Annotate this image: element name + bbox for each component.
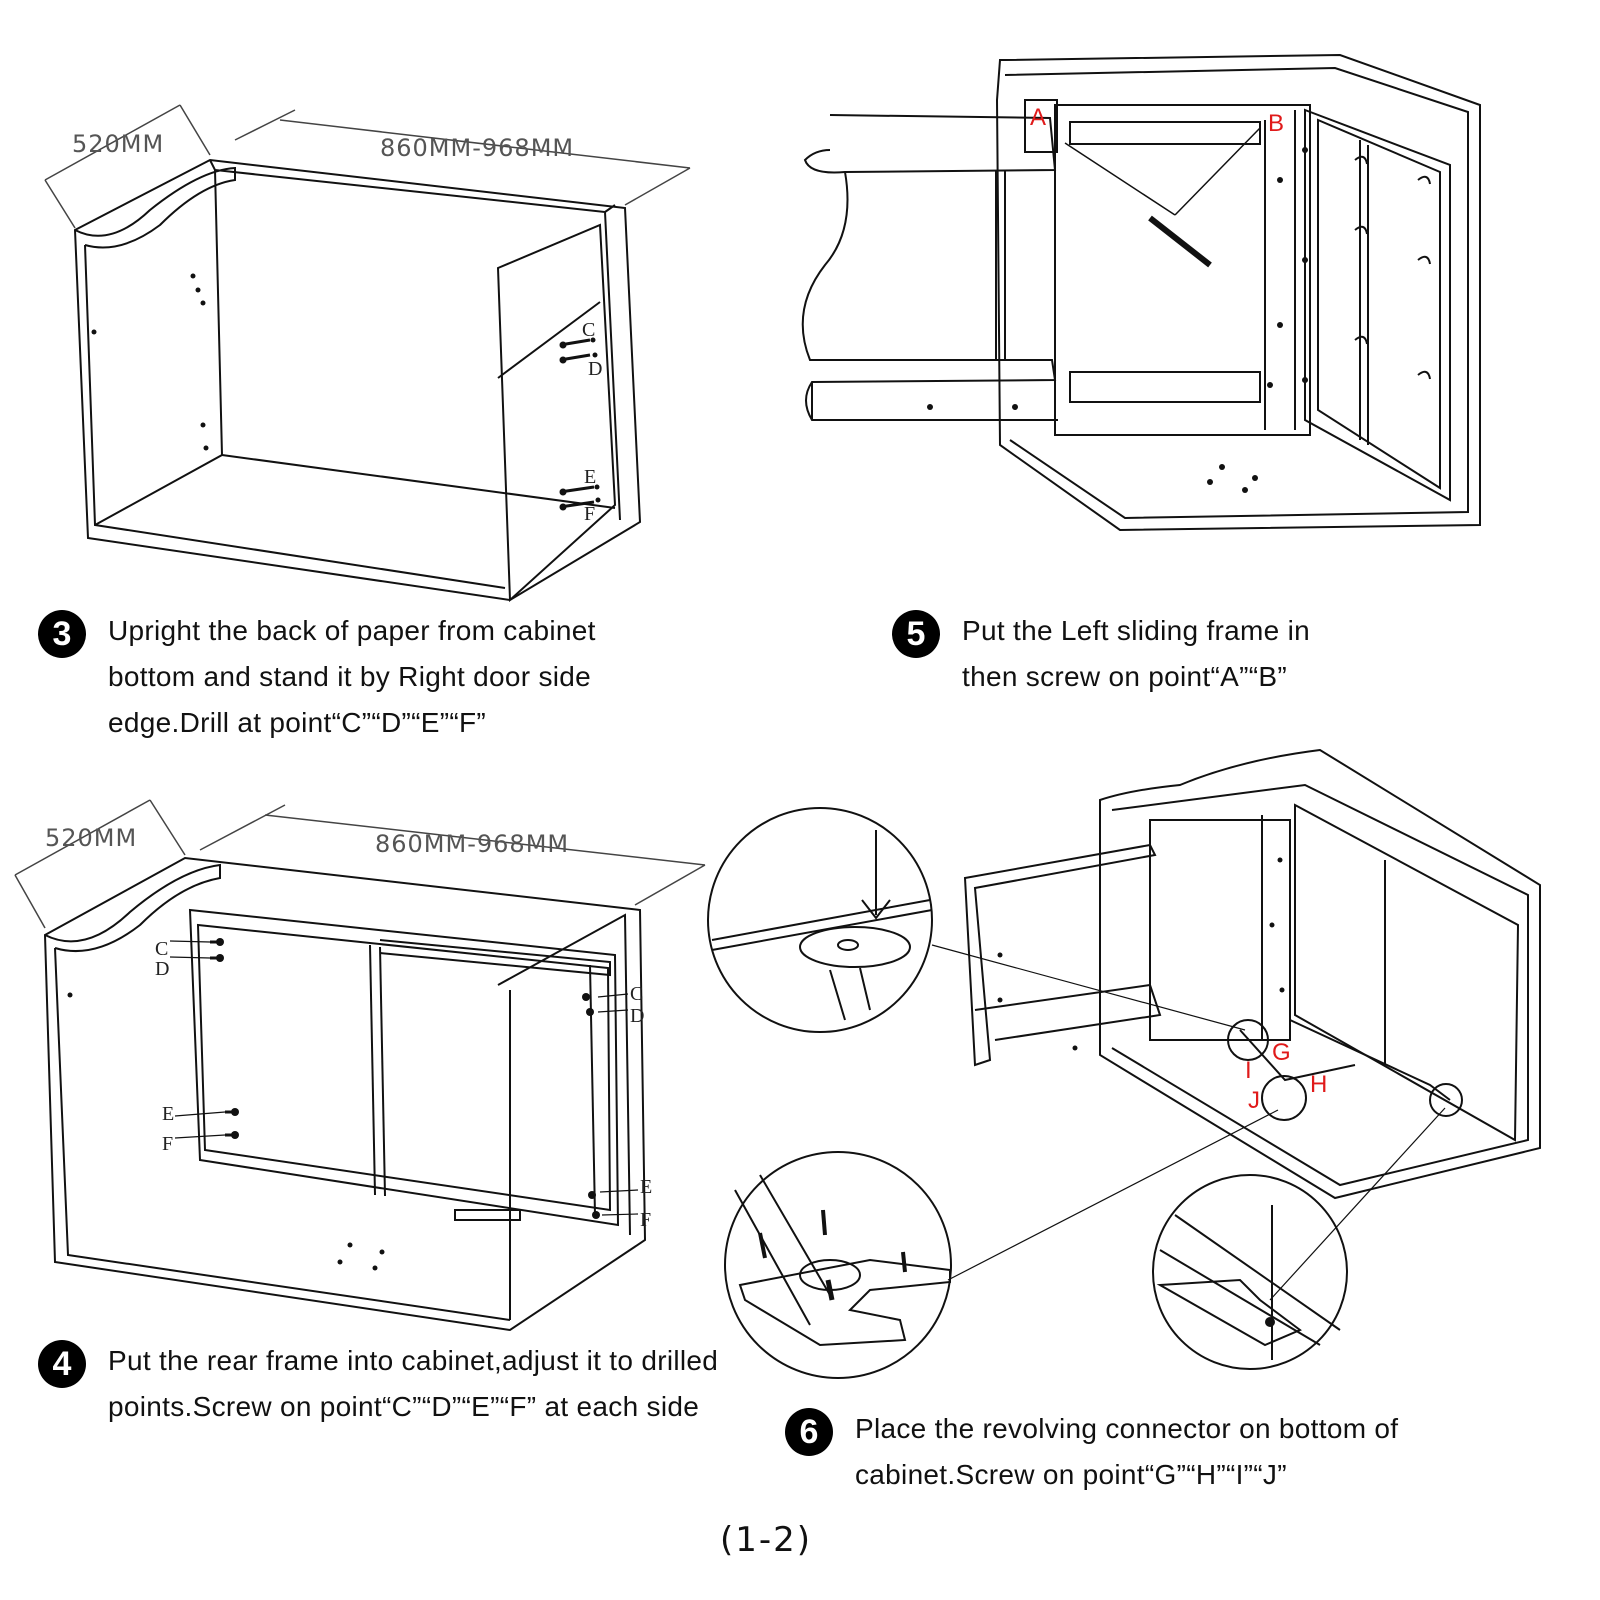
fig4-point-c-right: C	[630, 983, 643, 1005]
fig6-point-i: I	[1245, 1057, 1252, 1084]
step-3-text: Upright the back of paper from cabinet b…	[108, 615, 596, 738]
fig4-depth-label: 520MM	[45, 824, 137, 852]
step-6: 6 Place the revolving connector on botto…	[785, 1406, 1505, 1498]
fig5-point-b: B	[1268, 110, 1284, 137]
fig3-point-c: C	[582, 319, 595, 341]
fig4-point-d-left: D	[155, 958, 169, 980]
step-3-number-badge: 3	[38, 610, 86, 658]
step-4-number-badge: 4	[38, 1340, 86, 1388]
fig4-point-e-right: E	[640, 1176, 652, 1198]
figure-6-revolving-connector	[707, 748, 1541, 1379]
fig6-point-g: G	[1272, 1039, 1291, 1066]
fig4-point-e-left: E	[162, 1103, 174, 1125]
figure-5-corner-cabinet	[801, 53, 1481, 532]
step-4-text: Put the rear frame into cabinet,adjust i…	[108, 1345, 719, 1422]
fig3-point-e: E	[584, 466, 596, 488]
step-6-number-badge: 6	[785, 1408, 833, 1456]
fig3-point-f: F	[584, 503, 595, 525]
figure-4-cabinet-rear-frame	[14, 799, 706, 1332]
figure-3-cabinet	[44, 104, 691, 603]
step-5-text: Put the Left sliding frame in then screw…	[962, 615, 1310, 692]
fig4-point-c-left: C	[155, 938, 168, 960]
fig4-width-label: 860MM-968MM	[375, 830, 569, 858]
step-3: 3 Upright the back of paper from cabinet…	[38, 608, 718, 746]
step-6-text: Place the revolving connector on bottom …	[855, 1413, 1399, 1490]
step-5-number-badge: 5	[892, 610, 940, 658]
fig3-point-d: D	[588, 358, 602, 380]
fig6-point-j: J	[1248, 1087, 1260, 1114]
step-5: 5 Put the Left sliding frame in then scr…	[892, 608, 1372, 700]
fig3-width-label: 860MM-968MM	[380, 134, 574, 162]
step-4: 4 Put the rear frame into cabinet,adjust…	[38, 1338, 738, 1430]
fig4-point-f-right: F	[640, 1209, 651, 1231]
fig4-point-d-right: D	[630, 1005, 644, 1027]
page-number: (1-2)	[720, 1520, 813, 1560]
fig4-point-f-left: F	[162, 1133, 173, 1155]
fig5-point-a: A	[1030, 104, 1046, 131]
fig6-point-h: H	[1310, 1071, 1327, 1098]
fig3-depth-label: 520MM	[72, 130, 164, 158]
